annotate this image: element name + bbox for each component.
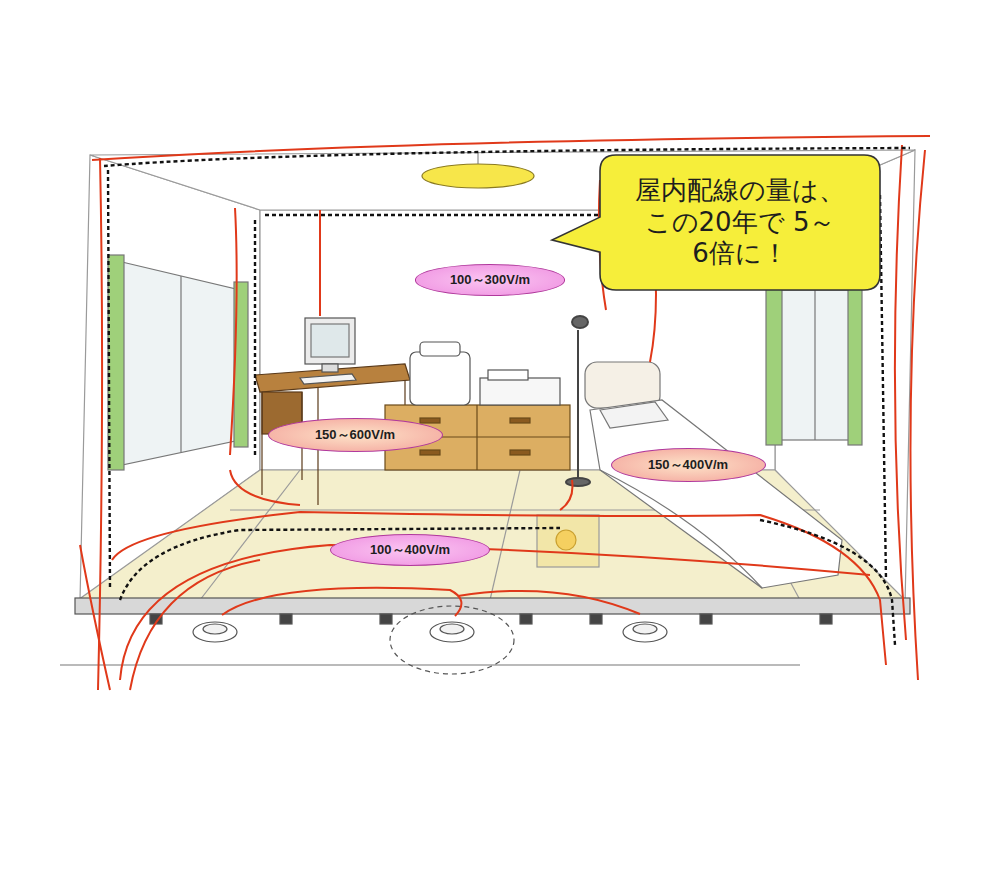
room-walls bbox=[78, 150, 915, 605]
floor-structure-part bbox=[203, 624, 227, 634]
windows-part bbox=[780, 290, 850, 440]
room-walls-part bbox=[490, 470, 520, 600]
floor-structure-part bbox=[430, 622, 474, 642]
dotted-conduits bbox=[104, 148, 910, 645]
floor-structure-part bbox=[623, 622, 667, 642]
desk-and-computer-part bbox=[261, 392, 262, 495]
field-strength-ellipse: 100～300V/m bbox=[415, 264, 565, 295]
bed-part bbox=[585, 362, 660, 408]
wiring-part bbox=[230, 470, 300, 505]
windows-part bbox=[180, 276, 181, 452]
floor-structure bbox=[60, 598, 910, 674]
floor-lamp-part bbox=[572, 316, 588, 328]
dotted-conduits-part bbox=[254, 220, 256, 455]
ceiling-lamp-part bbox=[478, 152, 479, 164]
field-strength-ellipse: 150～400V/m bbox=[611, 448, 766, 482]
floor-structure-part bbox=[440, 624, 464, 634]
floor-structure-part bbox=[390, 606, 514, 674]
floor-lamp-part bbox=[566, 478, 590, 486]
floor-structure-part bbox=[75, 598, 910, 614]
desk-and-computer-part bbox=[255, 364, 410, 392]
wiring-part bbox=[80, 545, 110, 690]
floor-structure-part bbox=[193, 622, 237, 642]
field-value: 150～600V/m bbox=[315, 426, 395, 444]
desk-and-computer-part bbox=[311, 324, 349, 357]
wiring-part bbox=[98, 158, 102, 690]
ceiling-lamp bbox=[422, 152, 534, 188]
desk-and-computer-part bbox=[322, 364, 338, 372]
floor-structure-part bbox=[590, 614, 602, 624]
bed-part bbox=[600, 402, 668, 428]
bed-part bbox=[590, 400, 842, 588]
field-value: 100～300V/m bbox=[450, 271, 530, 289]
wiring-part bbox=[130, 560, 260, 690]
chest-and-printers-part bbox=[420, 342, 460, 356]
floor-structure-part bbox=[380, 614, 392, 624]
wiring-part bbox=[230, 208, 237, 455]
desk-and-computer-part bbox=[300, 374, 356, 384]
floor-structure-part bbox=[820, 614, 832, 624]
chest-and-printers-part bbox=[420, 418, 440, 423]
windows-part bbox=[766, 285, 782, 445]
dotted-conduits-part bbox=[760, 520, 895, 645]
wiring-part bbox=[120, 545, 870, 680]
chest-and-printers-part bbox=[510, 450, 530, 455]
callout-shape bbox=[552, 155, 880, 290]
ceiling-lamp-part bbox=[422, 164, 534, 188]
floor-structure-part bbox=[700, 614, 712, 624]
windows-part bbox=[848, 285, 862, 445]
floor-structure-part bbox=[60, 664, 800, 665]
wiring-part bbox=[895, 145, 906, 640]
wiring-part bbox=[222, 588, 461, 616]
wiring-part bbox=[112, 512, 886, 665]
chest-and-printers-part bbox=[410, 352, 470, 405]
field-value: 150～400V/m bbox=[648, 456, 728, 474]
wiring-part bbox=[458, 591, 640, 614]
wiring bbox=[80, 136, 930, 690]
wiring-part bbox=[560, 480, 573, 510]
windows-part bbox=[122, 262, 240, 465]
wiring-part bbox=[910, 150, 925, 680]
dotted-conduits-part bbox=[120, 528, 560, 600]
chest-and-printers-part bbox=[420, 450, 440, 455]
windows-part bbox=[814, 290, 815, 440]
chest-and-printers-part bbox=[488, 370, 528, 380]
chest-and-printers bbox=[385, 342, 570, 470]
chest-and-printers-part bbox=[480, 378, 560, 405]
field-value: 100～400V/m bbox=[370, 541, 450, 559]
callout-bubble: 屋内配線の量は、 この20年で 5～6倍に！ bbox=[600, 155, 880, 290]
bed-part bbox=[600, 470, 762, 588]
bed-part bbox=[537, 515, 599, 567]
field-strength-ellipse: 100～400V/m bbox=[330, 534, 490, 566]
floor-structure-part bbox=[520, 614, 532, 624]
wiring-part bbox=[319, 210, 321, 316]
field-strength-ellipse: 150～600V/m bbox=[268, 418, 443, 452]
chest-and-printers-part bbox=[510, 418, 530, 423]
dotted-conduits-part bbox=[880, 195, 886, 580]
callout-text: 屋内配線の量は、 この20年で 5～6倍に！ bbox=[622, 175, 858, 270]
floor-structure-part bbox=[280, 614, 292, 624]
dotted-conduits-part bbox=[108, 170, 110, 590]
floor-structure-part bbox=[633, 624, 657, 634]
floor-lamp-part bbox=[577, 330, 579, 480]
bed-part bbox=[556, 530, 576, 550]
desk-and-computer-part bbox=[305, 318, 355, 364]
